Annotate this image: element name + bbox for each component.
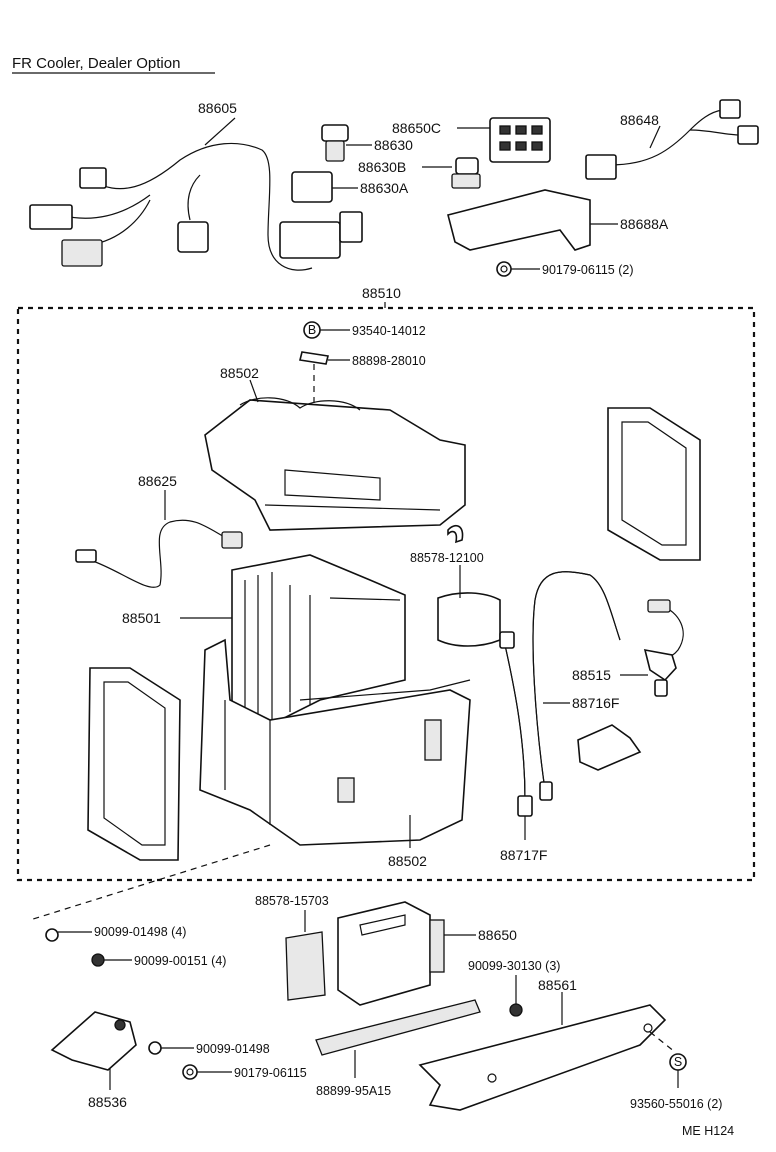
label-88648: 88648 bbox=[620, 112, 659, 128]
label-88650: 88650 bbox=[478, 927, 517, 943]
label-88561: 88561 bbox=[538, 977, 577, 993]
label-88716F: 88716F bbox=[572, 695, 619, 711]
label-88502-top: 88502 bbox=[220, 365, 259, 381]
valve-88515 bbox=[577, 599, 684, 771]
label-90099-01498: 90099-01498 bbox=[196, 1042, 270, 1056]
sleeve-88578-12100 bbox=[437, 524, 501, 647]
label-88515: 88515 bbox=[572, 667, 611, 683]
label-90099-01498-4: 90099-01498 (4) bbox=[94, 925, 186, 939]
screw-93560-55016: S bbox=[649, 1031, 687, 1088]
bolt-93540-14012: B bbox=[303, 321, 350, 339]
relay-88630A bbox=[291, 171, 358, 203]
nut-90179-06115 bbox=[182, 1064, 232, 1080]
label-90179-06115: 90179-06115 bbox=[234, 1066, 307, 1080]
label-93560-55016-2: 93560-55016 (2) bbox=[630, 1097, 722, 1111]
bracket-88561 bbox=[418, 992, 667, 1111]
wire-harness-88605 bbox=[29, 117, 363, 271]
hose-88717F bbox=[499, 631, 533, 840]
bracket-88688A bbox=[447, 189, 618, 251]
label-88501: 88501 bbox=[122, 610, 161, 626]
seal-frame-right bbox=[607, 407, 701, 561]
label-88630B: 88630B bbox=[358, 159, 406, 175]
footer-code: ME H124 bbox=[682, 1124, 734, 1138]
washer-90099-01498-4 bbox=[45, 928, 92, 942]
washer-90099-01498 bbox=[148, 1041, 194, 1055]
label-88898-28010: 88898-28010 bbox=[352, 354, 426, 368]
screw-90099-30130-3 bbox=[509, 975, 523, 1017]
switch-88630B bbox=[422, 157, 481, 189]
bolt-marker-B: B bbox=[308, 323, 316, 337]
label-90179-06115-2: 90179-06115 (2) bbox=[542, 263, 634, 277]
connector-88650C bbox=[457, 117, 551, 163]
nut-90179-06115-top bbox=[496, 261, 540, 277]
label-90099-00151-4: 90099-00151 (4) bbox=[134, 954, 226, 968]
label-88605: 88605 bbox=[198, 100, 237, 116]
harness-88648 bbox=[585, 99, 759, 180]
pad-88578-15703 bbox=[285, 910, 326, 1001]
assembly-leader-dashed bbox=[29, 844, 271, 921]
label-88688A: 88688A bbox=[620, 216, 669, 232]
label-88650C: 88650C bbox=[392, 120, 441, 136]
label-93540-14012: 93540-14012 bbox=[352, 324, 426, 338]
label-88717F: 88717F bbox=[500, 847, 547, 863]
amplifier-88650 bbox=[337, 901, 476, 1006]
label-88899-95A15: 88899-95A15 bbox=[316, 1084, 391, 1098]
strip-88899-95A15 bbox=[315, 999, 481, 1078]
label-88536: 88536 bbox=[88, 1094, 127, 1110]
label-88630: 88630 bbox=[374, 137, 413, 153]
upper-case-88502 bbox=[204, 379, 466, 531]
screw-marker-S: S bbox=[674, 1055, 682, 1069]
label-88502-bottom: 88502 bbox=[388, 853, 427, 869]
pipe-88716F bbox=[532, 571, 621, 801]
assembly-88510-box bbox=[16, 306, 756, 882]
bracket-88536 bbox=[50, 1011, 137, 1090]
seal-frame-left bbox=[87, 667, 181, 861]
label-88625: 88625 bbox=[138, 473, 177, 489]
label-88578-15703: 88578-15703 bbox=[255, 894, 329, 908]
lower-case-88502 bbox=[199, 638, 471, 848]
label-88578-12100: 88578-12100 bbox=[410, 551, 484, 565]
sensor-88625 bbox=[75, 490, 243, 588]
switch-88630 bbox=[321, 124, 372, 162]
label-90099-30130-3: 90099-30130 (3) bbox=[468, 959, 560, 973]
label-88630A: 88630A bbox=[360, 180, 409, 196]
screw-90099-00151-4 bbox=[91, 953, 132, 967]
label-88510: 88510 bbox=[362, 285, 401, 301]
diagram-title: FR Cooler, Dealer Option bbox=[12, 55, 180, 72]
